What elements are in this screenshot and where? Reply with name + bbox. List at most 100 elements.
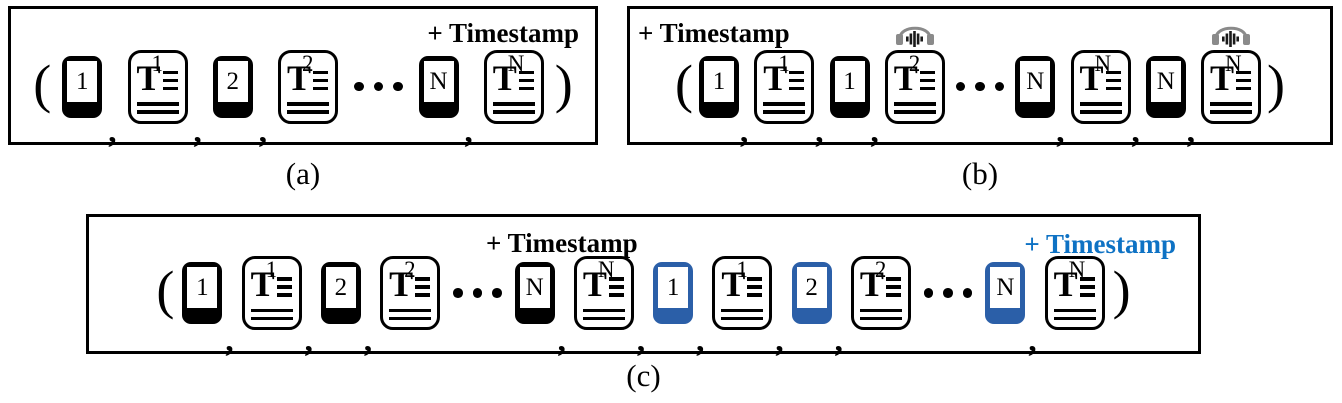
comma-separator: , bbox=[464, 114, 473, 150]
text-line-long bbox=[763, 110, 806, 114]
ellipsis-dot bbox=[962, 288, 973, 298]
text-line-long bbox=[136, 102, 179, 106]
open-paren: ( bbox=[156, 260, 175, 320]
comma-separator: , bbox=[225, 323, 234, 359]
comma-separator: , bbox=[363, 323, 373, 359]
text-line-short bbox=[747, 277, 763, 281]
text-lines-short bbox=[313, 70, 328, 98]
text-line-short bbox=[747, 285, 763, 289]
text-line-short bbox=[789, 86, 805, 90]
text-line-short bbox=[608, 285, 624, 289]
segment-token-N: N bbox=[514, 262, 555, 324]
segment-token-N: N bbox=[418, 55, 459, 118]
transcript-superscript: 2 bbox=[874, 257, 887, 282]
text-lines-short bbox=[1079, 277, 1095, 304]
text-line-short bbox=[1079, 285, 1095, 289]
ellipsis bbox=[955, 81, 1005, 92]
panel-b-caption: (b) bbox=[961, 156, 999, 191]
timestamp-label-black: + Timestamp bbox=[638, 18, 790, 48]
text-line-short bbox=[415, 285, 431, 289]
text-lines-short bbox=[518, 70, 534, 98]
text-lines-short bbox=[1236, 70, 1251, 98]
text-line-short bbox=[1079, 277, 1095, 281]
transcript-superscript: 1 bbox=[265, 257, 278, 282]
close-paren: ) bbox=[554, 53, 573, 114]
comma-separator: , bbox=[304, 323, 313, 359]
text-line-short bbox=[789, 70, 805, 74]
segment-token-1: 1 bbox=[62, 55, 103, 118]
ellipsis-dot bbox=[354, 81, 364, 92]
ellipsis-dot bbox=[923, 288, 934, 298]
text-line-long bbox=[250, 308, 293, 312]
comma-separator: , bbox=[636, 323, 646, 359]
transcript-superscript: N bbox=[1068, 257, 1086, 282]
transcript-superscript: N bbox=[597, 257, 615, 282]
segment-number: 1 bbox=[67, 60, 98, 102]
comma-separator: , bbox=[1056, 114, 1065, 150]
comma-separator: , bbox=[258, 114, 267, 150]
text-line-short bbox=[1236, 70, 1251, 74]
segment-number: N bbox=[1020, 60, 1051, 102]
close-paren: ) bbox=[1112, 260, 1131, 320]
text-line-short bbox=[313, 78, 328, 82]
text-line-long bbox=[893, 110, 936, 114]
transcript-superscript: 1 bbox=[736, 257, 748, 282]
segment-token-2: 2 bbox=[320, 262, 361, 324]
segment-number: 1 bbox=[187, 267, 218, 308]
text-line-long bbox=[1053, 308, 1096, 312]
ellipsis-dot bbox=[975, 81, 985, 92]
timestamp-label-blue: + Timestamp bbox=[1024, 229, 1176, 259]
text-line-short bbox=[885, 293, 901, 297]
text-line-long bbox=[1053, 316, 1096, 320]
segment-number: 2 bbox=[217, 60, 248, 102]
text-lines-short bbox=[608, 277, 624, 304]
segment-number: N bbox=[423, 60, 454, 102]
segment-token-1: 1 bbox=[653, 262, 694, 324]
text-line-long bbox=[1210, 110, 1252, 114]
text-line-short bbox=[415, 277, 431, 281]
transcript-superscript: 1 bbox=[778, 50, 790, 76]
text-line-short bbox=[276, 285, 292, 289]
transcript-superscript: 1 bbox=[151, 50, 164, 76]
text-line-long bbox=[1079, 102, 1122, 106]
text-line-short bbox=[276, 293, 292, 297]
segment-number: 1 bbox=[704, 60, 734, 102]
text-lines-short bbox=[747, 277, 763, 304]
transcript-superscript: 2 bbox=[302, 50, 314, 76]
ellipsis bbox=[354, 81, 403, 92]
text-line-long bbox=[492, 110, 535, 114]
segment-number: 1 bbox=[658, 267, 689, 308]
segment-number: N bbox=[1150, 60, 1181, 102]
comma-separator: , bbox=[815, 114, 824, 150]
transcript-superscript: 2 bbox=[404, 257, 416, 282]
comma-separator: , bbox=[108, 114, 117, 150]
panel-c-caption: (c) bbox=[626, 358, 661, 393]
